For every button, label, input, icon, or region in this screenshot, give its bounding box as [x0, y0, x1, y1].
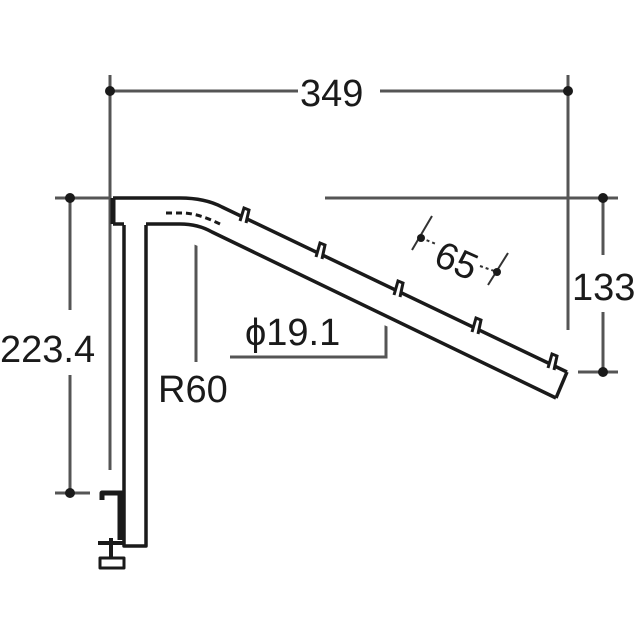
dim-dot [65, 488, 75, 498]
height-label: 223.4 [0, 329, 95, 371]
drop-label: 133 [572, 267, 635, 309]
pitch-label: 65 [428, 234, 484, 290]
drop-dimension [325, 196, 618, 374]
width-dimension [108, 75, 570, 470]
dim-dot [598, 367, 608, 377]
diameter-label: ϕ19.1 [245, 312, 340, 354]
hooks [238, 206, 559, 371]
diameter-leader [230, 322, 388, 359]
radius-label: R60 [158, 369, 228, 411]
dim-dot [105, 86, 115, 96]
dim-dot [598, 193, 608, 203]
bracket-body [98, 196, 569, 570]
hidden-line [166, 211, 223, 227]
dim-dot [563, 86, 573, 96]
dim-dot [493, 268, 501, 276]
dim-dot [417, 234, 425, 242]
width-label: 349 [300, 73, 363, 115]
dim-dot [65, 193, 75, 203]
